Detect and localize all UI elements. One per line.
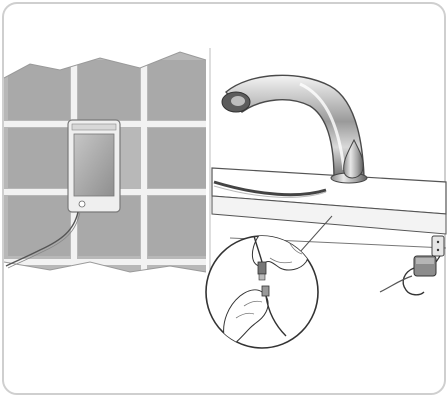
wall-outlet-icon [432, 236, 444, 256]
wall-battery-box-panel [0, 40, 210, 290]
